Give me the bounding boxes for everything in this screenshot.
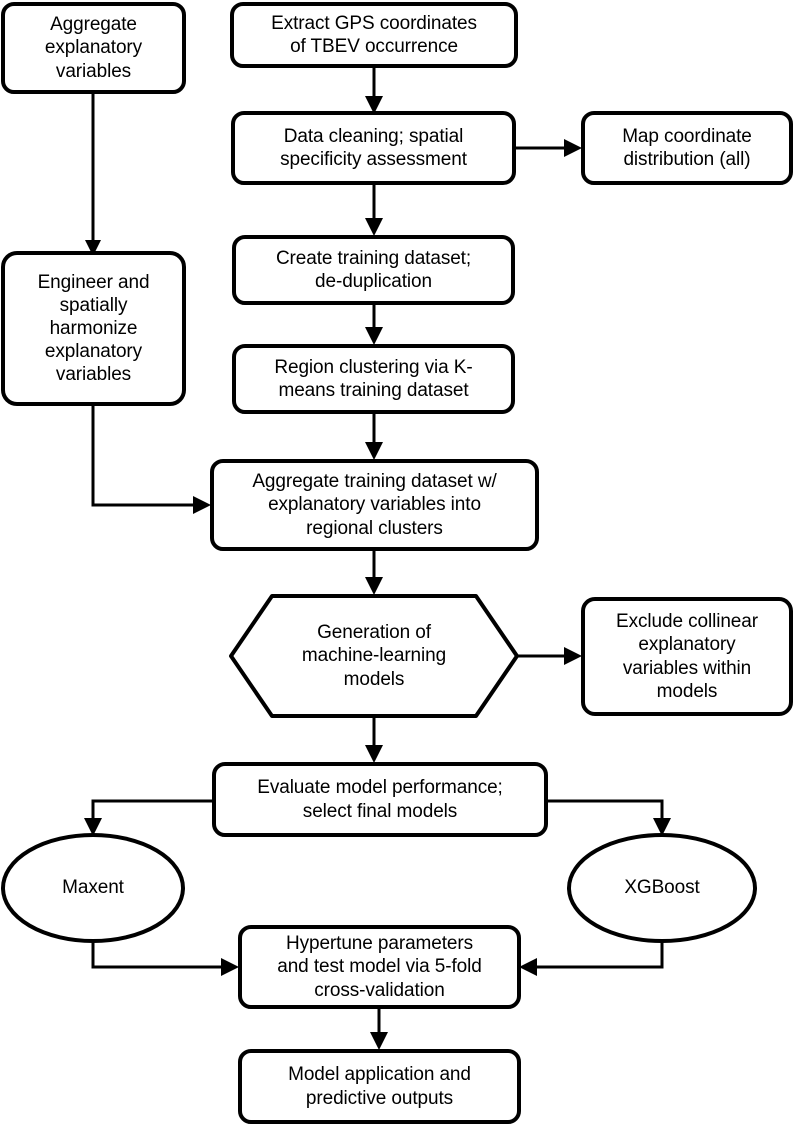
edge-create-to-region [365, 303, 383, 345]
edge-cleaning-to-create [365, 183, 383, 236]
node-engineer-harmonize-shape [1, 251, 186, 406]
edge-maxent-to-hypertune [91, 942, 239, 976]
edge-cleaning-to-map [514, 139, 582, 157]
node-map-coordinate-distribution-shape [581, 111, 793, 185]
node-exclude-collinear-shape [581, 597, 793, 716]
node-hypertune-parameters-shape [238, 925, 521, 1009]
edge-region-to-aggregate-training [365, 412, 383, 460]
edge-extract-to-cleaning [365, 66, 383, 114]
edge-generation-to-exclude [517, 647, 582, 665]
edge-engineer-to-aggregate-training [91, 404, 211, 514]
edge-hypertune-to-model-application [370, 1007, 388, 1050]
node-data-cleaning-shape [231, 111, 516, 185]
node-aggregate-training-dataset-shape [210, 459, 539, 551]
edge-generation-to-evaluate [365, 717, 383, 763]
edge-aggregate-training-to-generation [365, 549, 383, 595]
node-region-clustering-shape [232, 344, 515, 414]
node-create-training-dataset-shape [232, 235, 515, 305]
edge-evaluate-to-maxent [84, 799, 213, 836]
edge-xgboost-to-hypertune [519, 942, 664, 976]
node-maxent-shape [1, 833, 185, 943]
node-extract-gps-shape [230, 2, 518, 68]
node-generation-ml-models-shape [229, 594, 519, 718]
node-evaluate-model-performance-shape [212, 762, 548, 837]
edge-evaluate-to-xgboost [546, 799, 671, 836]
node-model-application-shape [238, 1049, 521, 1124]
edge-aggregate-to-engineer [85, 92, 101, 256]
node-aggregate-explanatory-variables-shape [1, 2, 186, 94]
node-xgboost-shape [567, 833, 757, 943]
